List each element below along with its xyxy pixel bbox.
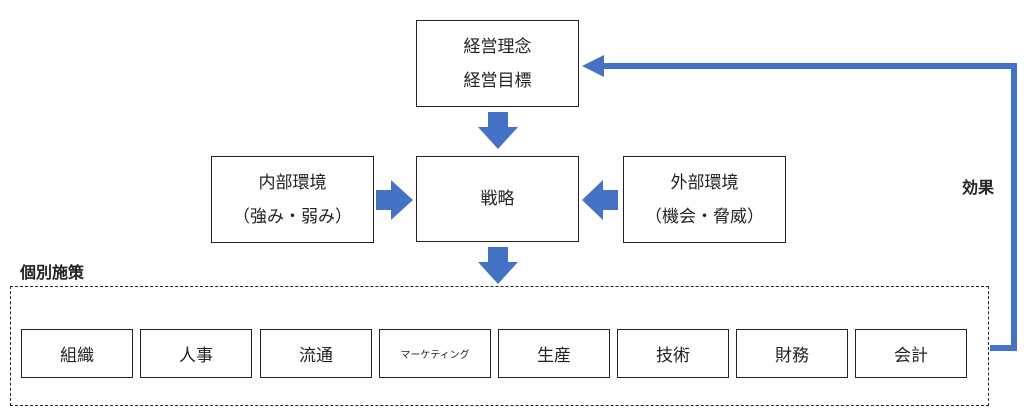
dept-personnel: 人事 xyxy=(140,329,252,378)
measures-group xyxy=(10,286,989,406)
dept-label: 会計 xyxy=(894,346,928,366)
management-philosophy-box: 経営理念 経営目標 xyxy=(416,20,579,107)
management-philosophy-label: 経営理念 xyxy=(463,36,532,57)
dept-marketing: マーケティング xyxy=(379,329,491,378)
external-environment-box: 外部環境 （機会・脅威） xyxy=(623,156,786,243)
strategy-box: 戦略 xyxy=(416,156,579,242)
dept-technology: 技術 xyxy=(617,329,729,378)
internal-environment-box: 内部環境 （強み・弱み） xyxy=(211,156,374,243)
strengths-weaknesses-label: （強み・弱み） xyxy=(233,206,352,227)
dept-finance: 財務 xyxy=(736,329,848,378)
right-arrow-from-internal xyxy=(376,180,413,220)
left-arrow-from-external xyxy=(582,180,618,220)
dept-label: 組織 xyxy=(60,346,94,366)
strategy-label: 戦略 xyxy=(480,189,515,209)
down-arrow-to-strategy xyxy=(478,112,518,149)
dept-label: 人事 xyxy=(179,346,213,366)
dept-label: 生産 xyxy=(537,346,571,366)
effect-feedback-line xyxy=(600,63,1017,351)
effect-label: 効果 xyxy=(962,178,995,197)
individual-measures-label: 個別施策 xyxy=(20,263,85,282)
external-environment-label: 外部環境 xyxy=(670,172,739,193)
dept-production: 生産 xyxy=(498,329,610,378)
internal-environment-label: 内部環境 xyxy=(258,172,327,193)
management-goals-label: 経営目標 xyxy=(463,70,532,91)
dept-organization: 組織 xyxy=(21,329,133,378)
dept-label: 流通 xyxy=(299,346,333,366)
dept-label: 技術 xyxy=(656,346,690,366)
down-arrow-to-measures xyxy=(478,247,518,284)
dept-distribution: 流通 xyxy=(260,329,372,378)
opportunities-threats-label: （機会・脅威） xyxy=(645,206,764,227)
dept-label: 財務 xyxy=(775,346,809,366)
effect-feedback-arrowhead xyxy=(582,55,604,77)
dept-accounting: 会計 xyxy=(855,329,967,378)
dept-label: マーケティング xyxy=(400,350,470,361)
